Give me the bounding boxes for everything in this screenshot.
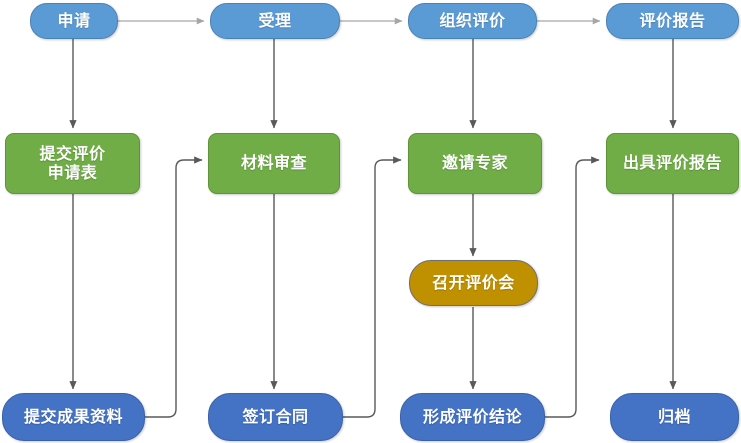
output-label-sign-contract: 签订合同	[242, 406, 309, 426]
task-node-submit-form[interactable]: 提交评价 申请表	[5, 133, 140, 194]
task-node-issue-report[interactable]: 出具评价报告	[606, 133, 739, 194]
task-node-material-check[interactable]: 材料审查	[208, 133, 340, 194]
task-label-submit-form: 提交评价 申请表	[6, 143, 139, 183]
stage-node-apply[interactable]: 申请	[30, 3, 118, 39]
output-label-archive: 归档	[657, 406, 691, 426]
link-output1-task2	[145, 156, 203, 418]
task-label-line1: 提交评价	[39, 143, 106, 163]
task-node-invite-expert[interactable]: 邀请专家	[408, 133, 542, 194]
stage-node-report[interactable]: 评价报告	[606, 3, 739, 39]
output-node-submit-results[interactable]: 提交成果资料	[2, 393, 145, 441]
meeting-label-hold: 召开评价会	[432, 272, 515, 292]
stage-label-accept: 受理	[258, 10, 292, 30]
task-label-line2: 申请表	[47, 162, 98, 182]
stage-label-report: 评价报告	[639, 10, 706, 30]
task-label-invite-expert: 邀请专家	[441, 153, 508, 173]
task-label-issue-report: 出具评价报告	[622, 153, 722, 173]
output-node-sign-contract[interactable]: 签订合同	[208, 393, 343, 441]
stage-label-apply: 申请	[57, 10, 91, 30]
stage-node-organize[interactable]: 组织评价	[408, 3, 537, 39]
output-label-submit-results: 提交成果资料	[23, 406, 123, 426]
link-output3-task4	[545, 156, 600, 418]
stage-label-organize: 组织评价	[439, 10, 506, 30]
meeting-node-hold[interactable]: 召开评价会	[409, 260, 538, 306]
output-label-conclusion: 形成评价结论	[422, 406, 522, 426]
task-label-material-check: 材料审查	[240, 153, 307, 173]
output-node-archive[interactable]: 归档	[610, 393, 739, 441]
link-output2-task3	[343, 156, 402, 418]
output-node-conclusion[interactable]: 形成评价结论	[400, 393, 545, 441]
stage-node-accept[interactable]: 受理	[210, 3, 340, 39]
